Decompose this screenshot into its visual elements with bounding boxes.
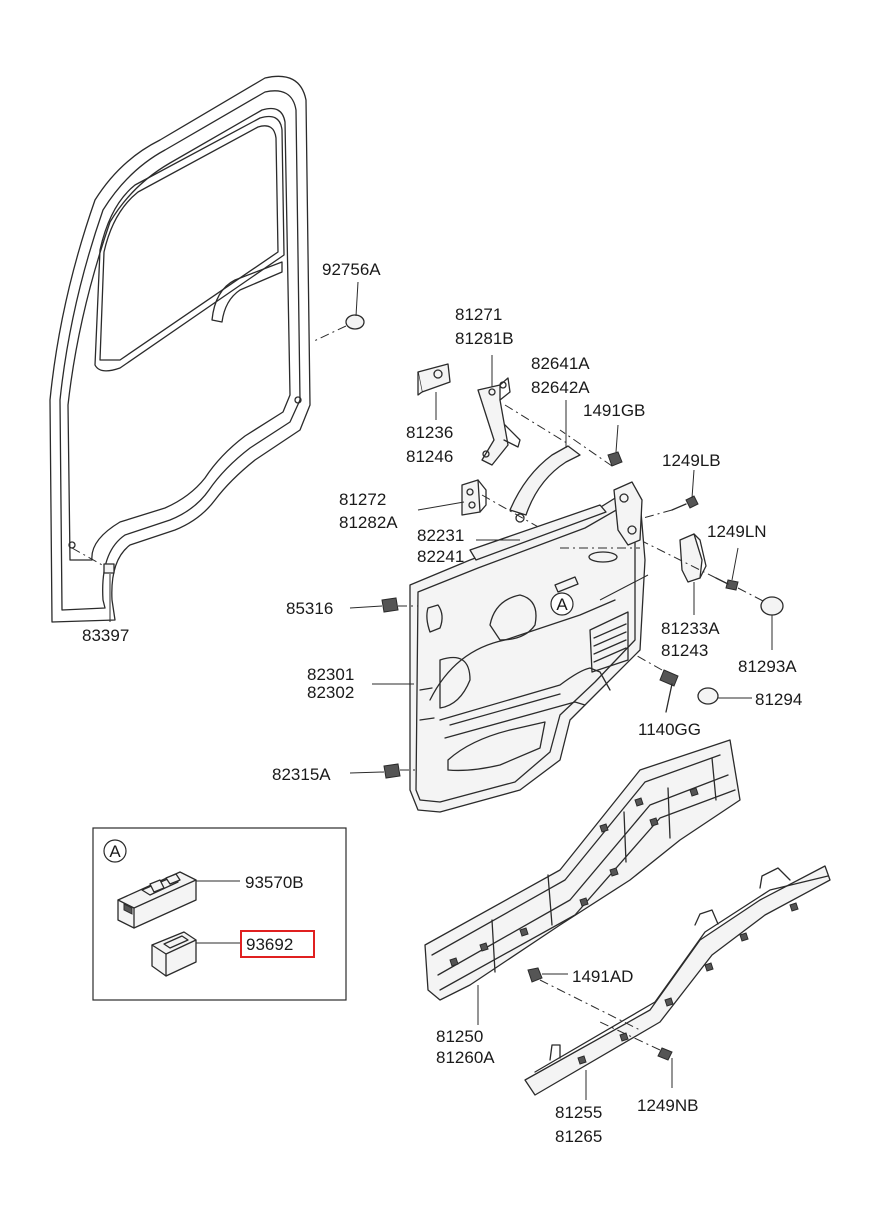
clip-85316 xyxy=(349,597,418,613)
label-82231: 82231 xyxy=(417,526,464,545)
label-1491GB: 1491GB xyxy=(583,401,645,420)
label-82642A: 82642A xyxy=(531,378,590,397)
label-82302: 82302 xyxy=(307,683,354,702)
bracket-81233A xyxy=(679,533,707,615)
window-switch-93570B xyxy=(117,871,240,929)
label-92756A: 92756A xyxy=(322,260,381,279)
cap-81293A xyxy=(760,596,784,650)
label-81271: 81271 xyxy=(455,305,502,324)
label-81233A: 81233A xyxy=(661,619,720,638)
screw-1249NB xyxy=(599,1021,673,1088)
label-82315A: 82315A xyxy=(272,765,331,784)
label-81260A: 81260A xyxy=(436,1048,495,1067)
part-labels: 92756A 81271 81281B 82641A 82642A 1491GB… xyxy=(82,260,802,1146)
label-81293A: 81293A xyxy=(738,657,797,676)
highlight-box xyxy=(240,930,315,958)
label-81236: 81236 xyxy=(406,423,453,442)
window-switch-93692 xyxy=(151,931,240,977)
label-83397: 83397 xyxy=(82,626,129,645)
screw-1249LB xyxy=(635,469,699,521)
door-shell xyxy=(49,75,365,623)
lower-panel-81250 xyxy=(424,739,741,1025)
label-82301: 82301 xyxy=(307,665,354,684)
speaker-grille xyxy=(589,611,629,673)
label-82641A: 82641A xyxy=(531,354,590,373)
inset-marker-label: A xyxy=(109,842,121,861)
label-81255: 81255 xyxy=(555,1103,602,1122)
panel-clips xyxy=(449,787,699,967)
screw-1249LN xyxy=(639,539,766,603)
label-1249LB: 1249LB xyxy=(662,451,721,470)
label-81281B: 81281B xyxy=(455,329,514,348)
label-82241: 82241 xyxy=(417,547,464,566)
label-81294: 81294 xyxy=(755,690,802,709)
door-trim-panel xyxy=(409,481,649,813)
inset-detail-box: A xyxy=(92,827,347,1001)
label-81265: 81265 xyxy=(555,1127,602,1146)
clip-82315A xyxy=(349,763,418,779)
label-1249NB: 1249NB xyxy=(637,1096,698,1115)
bracket-81271 xyxy=(477,355,571,466)
label-93570B: 93570B xyxy=(245,873,304,892)
detail-marker-label: A xyxy=(556,595,568,614)
label-81243: 81243 xyxy=(661,641,708,660)
label-81272: 81272 xyxy=(339,490,386,509)
bracket-81236 xyxy=(417,363,451,420)
label-1491AD: 1491AD xyxy=(572,967,633,986)
label-81282A: 81282A xyxy=(339,513,398,532)
label-81246: 81246 xyxy=(406,447,453,466)
fastener-1491GB xyxy=(559,424,623,467)
handle-82641A xyxy=(509,400,581,523)
cap-81294 xyxy=(697,687,752,705)
lower-strip-81255 xyxy=(524,865,831,1100)
fastener-1491AD xyxy=(527,967,641,1031)
label-85316: 85316 xyxy=(286,599,333,618)
label-81250: 81250 xyxy=(436,1027,483,1046)
label-1249LN: 1249LN xyxy=(707,522,767,541)
label-93692: 93692 xyxy=(246,935,293,954)
label-1140GG: 1140GG xyxy=(638,720,701,739)
detail-marker-a: A xyxy=(550,592,574,616)
